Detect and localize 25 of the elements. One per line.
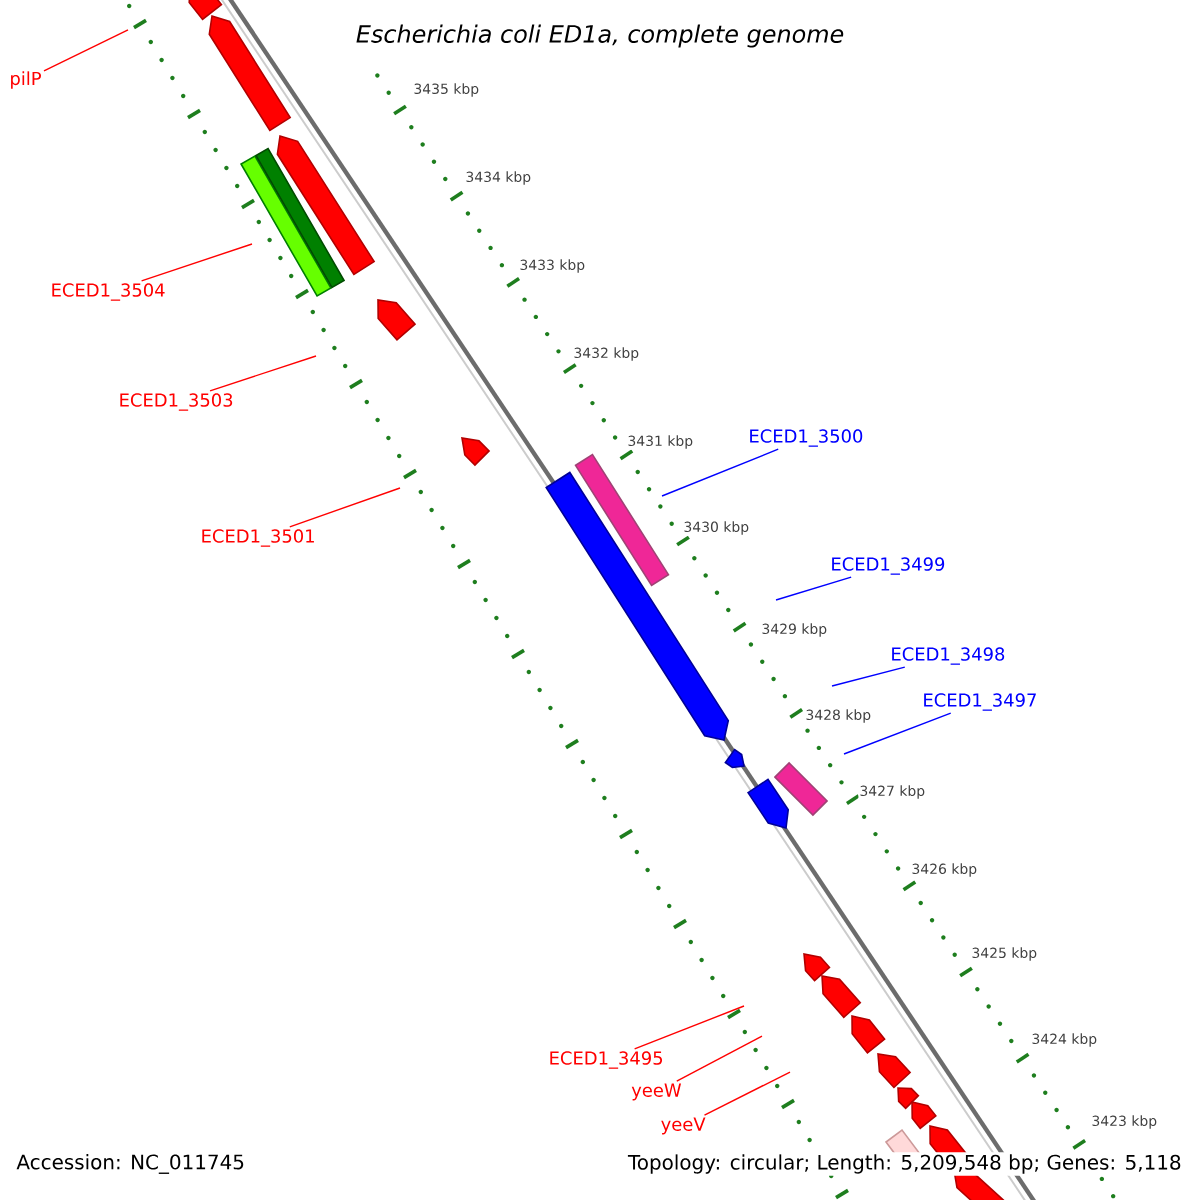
gene-label: ECED1_3497: [924, 693, 1036, 711]
leader-line: [676, 1035, 763, 1082]
gene-label: pilP: [11, 71, 41, 89]
leader-line: [43, 29, 129, 72]
gene-label: ECED1_3499: [832, 557, 945, 575]
gene-label: ECED1_3495: [550, 1051, 663, 1069]
accession-text: Accession: NC_011745: [16, 1154, 244, 1174]
leader-line: [843, 712, 952, 755]
gene-label: ECED1_3503: [120, 393, 233, 411]
genome-summary-text: Topology: circular; Length: 5,209,548 bp; Genes: 5,118: [625, 1152, 1184, 1176]
gene-label: ECED1_3501: [202, 529, 314, 547]
leader-line: [775, 576, 852, 601]
leader-line: [831, 666, 906, 687]
gene-label: yeeV: [661, 1117, 706, 1135]
leader-line: [140, 243, 253, 282]
leader-line: [703, 1071, 791, 1116]
leader-line: [661, 448, 779, 497]
gene-label: ECED1_3500: [750, 429, 863, 447]
leader-line: [289, 487, 401, 528]
leader-line: [633, 1005, 745, 1050]
gene-label: ECED1_3504: [52, 283, 165, 301]
gene-label: yeeW: [631, 1083, 682, 1101]
leader-line: [209, 355, 317, 392]
gene-label: ECED1_3498: [892, 647, 1005, 665]
title: Escherichia coli ED1a, complete genome: [356, 24, 844, 48]
